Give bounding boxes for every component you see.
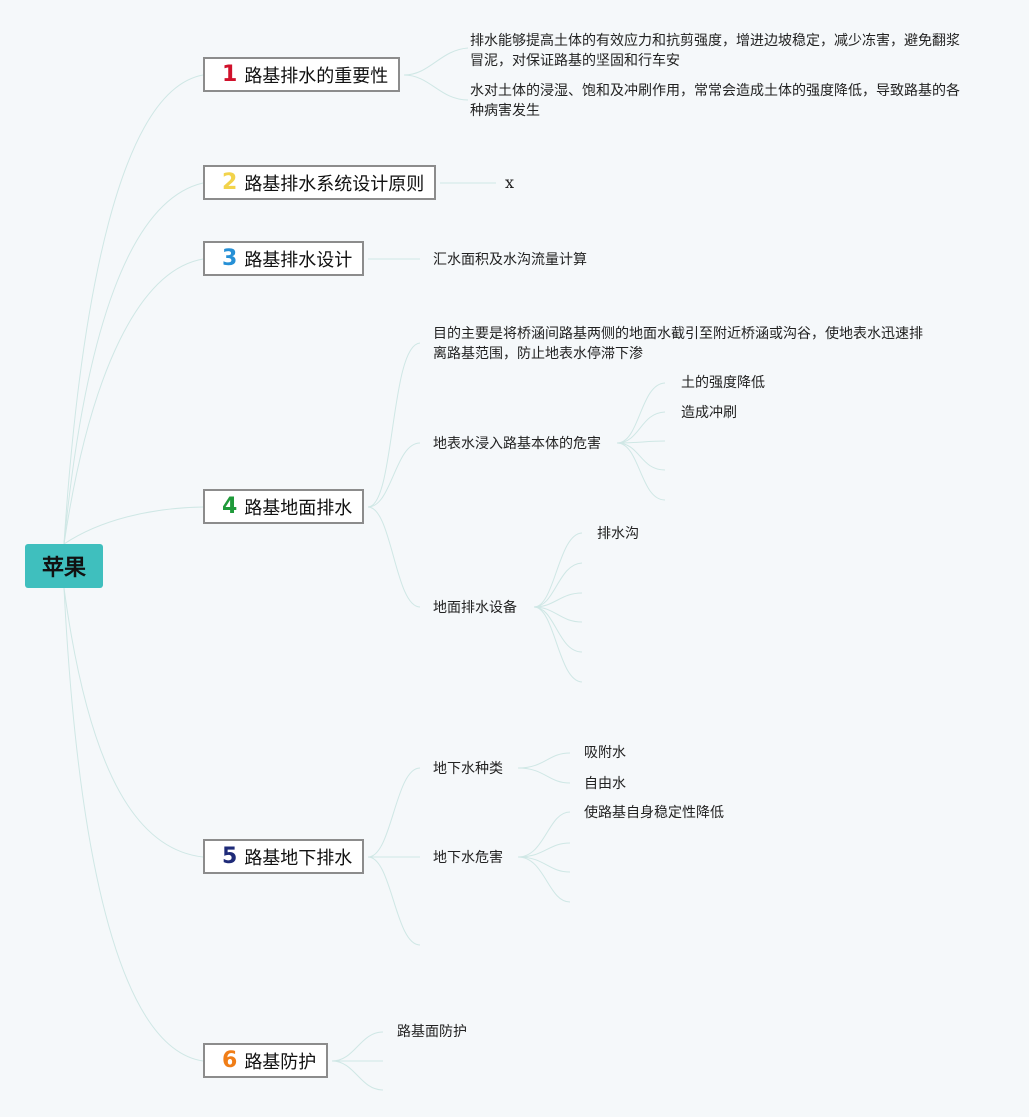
root-label: 苹果 (41, 556, 86, 581)
topic-number-1: 1 (222, 61, 238, 87)
surface-hazard-item[interactable]: 造成冲刷 (681, 405, 737, 421)
topic-4-drainage-equipment[interactable]: 地面排水设备 (433, 600, 517, 616)
topic-title: 路基排水的重要性 (244, 65, 389, 87)
topic-number-5: 5 (222, 843, 238, 869)
topic-5-node[interactable]: 5 路基地下排水 (203, 839, 365, 874)
topic-2-detail-1[interactable]: x (505, 173, 515, 192)
topic-6-detail-1[interactable]: 路基面防护 (397, 1024, 467, 1040)
topic-title: 路基排水系统设计原则 (244, 173, 425, 195)
topic-title: 路基地下排水 (244, 847, 353, 869)
topic-1-node[interactable]: 1 路基排水的重要性 (203, 57, 401, 92)
topic-title: 路基排水设计 (244, 249, 353, 271)
drainage-equipment-item[interactable]: 排水沟 (597, 526, 639, 542)
topic-number-4: 4 (222, 493, 238, 519)
groundwater-type-item[interactable]: 自由水 (584, 776, 626, 792)
topic-title: 路基防护 (244, 1051, 317, 1073)
topic-6-node[interactable]: 6 路基防护 (203, 1043, 329, 1078)
topic-number-2: 2 (222, 169, 238, 195)
topic-5-groundwater-hazards[interactable]: 地下水危害 (433, 850, 503, 866)
topic-1-detail-2[interactable]: 水对土体的浸湿、饱和及冲刷作用，常常会造成土体的强度降低，导致路基的各种病害发生 (470, 83, 960, 119)
groundwater-type-item[interactable]: 吸附水 (584, 745, 626, 761)
topic-5-groundwater-types[interactable]: 地下水种类 (433, 761, 503, 777)
topic-3-detail-1[interactable]: 汇水面积及水沟流量计算 (433, 252, 587, 268)
surface-hazard-item[interactable]: 土的强度降低 (681, 375, 765, 391)
topic-number-6: 6 (222, 1047, 238, 1073)
groundwater-hazard-item[interactable]: 使路基自身稳定性降低 (584, 805, 724, 821)
topic-4-node[interactable]: 4 路基地面排水 (203, 489, 365, 524)
topic-1-detail-1[interactable]: 排水能够提高土体的有效应力和抗剪强度，增进边坡稳定，减少冻害，避免翻浆冒泥，对保… (470, 33, 960, 69)
topic-2-node[interactable]: 2 路基排水系统设计原则 (203, 165, 437, 200)
root-node[interactable]: 苹果 (25, 544, 103, 588)
topic-3-node[interactable]: 3 路基排水设计 (203, 241, 365, 276)
topic-number-3: 3 (222, 245, 238, 271)
topic-title: 路基地面排水 (244, 497, 353, 519)
topic-4-surface-hazards[interactable]: 地表水浸入路基本体的危害 (433, 436, 601, 452)
topic-4-purpose[interactable]: 目的主要是将桥涵间路基两侧的地面水截引至附近桥涵或沟谷，使地表水迅速排离路基范围… (433, 326, 923, 362)
